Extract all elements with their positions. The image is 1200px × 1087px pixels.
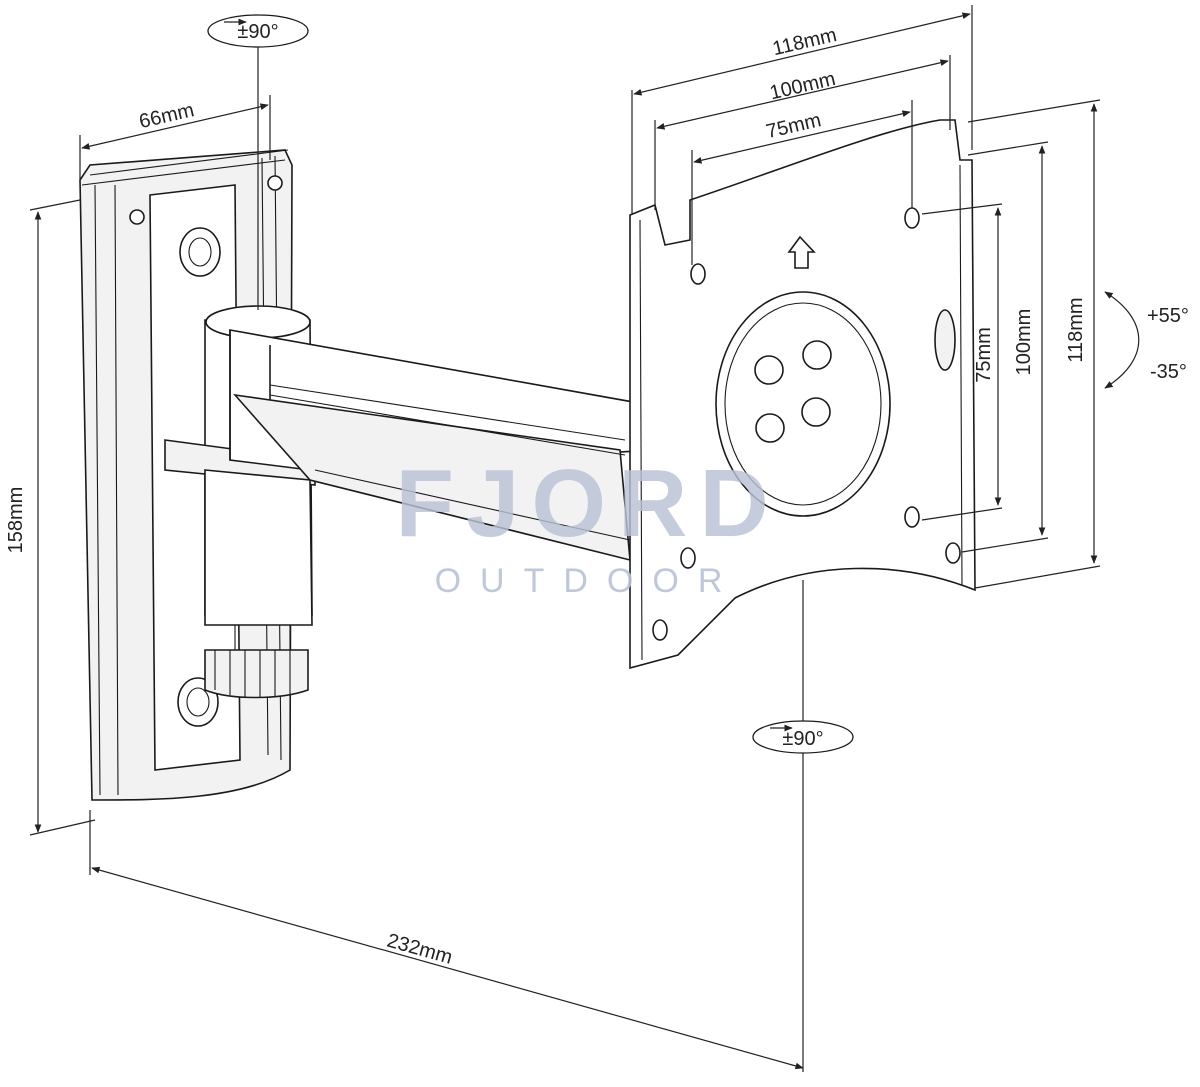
plate-height-label: 158mm bbox=[5, 487, 27, 554]
tilt-down-label: -35° bbox=[1150, 361, 1187, 383]
vesa-hub bbox=[715, 291, 891, 517]
screw-b bbox=[802, 340, 832, 370]
vesa-side-118-label: 118mm bbox=[1065, 297, 1087, 362]
screw-d bbox=[801, 397, 831, 427]
screw-a bbox=[754, 355, 784, 385]
arm-reach-label: 232mm bbox=[385, 930, 455, 969]
screw-top-left bbox=[129, 209, 145, 225]
screw-c bbox=[755, 413, 785, 443]
watermark-brand: FJORD bbox=[395, 450, 780, 557]
vesa-top-100-label: 100mm bbox=[768, 68, 838, 104]
head-swivel-badge: ±90° bbox=[752, 720, 854, 754]
hinge-cap bbox=[205, 305, 311, 339]
vesa-side-75-label: 75mm bbox=[973, 327, 995, 383]
top-swivel-label: ±90° bbox=[237, 21, 278, 43]
screw-top-right bbox=[267, 175, 283, 191]
dimension-lines bbox=[29, 5, 1140, 1072]
vesa-plate bbox=[629, 119, 976, 670]
top-swivel-badge: ±90° bbox=[207, 14, 309, 48]
watermark-subtitle: OUTDOOR bbox=[435, 562, 742, 600]
locking-knob bbox=[204, 649, 309, 699]
tilt-knuckle bbox=[934, 309, 956, 371]
head-swivel-label: ±90° bbox=[782, 728, 823, 750]
vesa-side-100-label: 100mm bbox=[1013, 309, 1035, 376]
vesa-top-118-label: 118mm bbox=[770, 24, 838, 60]
swing-arm bbox=[229, 329, 656, 562]
up-arrow-icon bbox=[787, 235, 816, 269]
tilt-up-label: +55° bbox=[1147, 305, 1189, 327]
mounting-hole-top bbox=[179, 227, 221, 277]
vesa-top-75-label: 75mm bbox=[764, 109, 823, 143]
